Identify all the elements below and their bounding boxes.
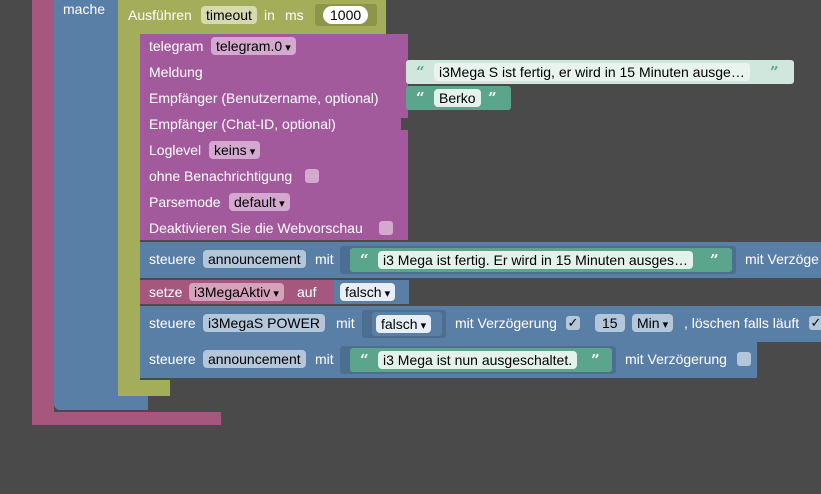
set-value-dropdown[interactable]: falsch <box>340 283 396 301</box>
control2-unit-dropdown[interactable]: Min <box>632 314 674 332</box>
telegram-silent-label: ohne Benachrichtigung <box>149 168 293 184</box>
control2-clear-checkbox[interactable]: ✓ <box>809 315 821 330</box>
telegram-message-label: Meldung <box>149 64 203 80</box>
control2-delay-checkbox[interactable]: ✓ <box>566 315 580 330</box>
control2-value-dropdown[interactable]: falsch <box>376 315 432 333</box>
quote-close-icon: ” <box>710 251 719 269</box>
timeout-block[interactable] <box>118 0 140 396</box>
telegram-recipient-user-label: Empfänger (Benutzername, optional) <box>149 90 379 106</box>
telegram-instance-dropdown[interactable]: telegram.0 <box>211 37 296 55</box>
telegram-disable-preview-label: Deaktivieren Sie die Webvorschau <box>149 220 363 236</box>
set-var-dropdown[interactable]: i3MegaAktiv <box>189 283 284 301</box>
set-label: setze <box>149 284 183 300</box>
trigger-block-bottom[interactable] <box>54 396 148 410</box>
timeout-in-label: in <box>264 7 275 23</box>
control1-target-field[interactable]: announcement <box>203 250 306 268</box>
control2-delay-value-field[interactable]: 15 <box>595 314 625 332</box>
outer-if-block[interactable] <box>32 0 54 425</box>
outer-if-block-bottom[interactable] <box>32 412 221 425</box>
recipient-text-field[interactable]: Berko <box>434 89 481 107</box>
control3-delay-checkbox[interactable] <box>737 352 751 366</box>
quote-close-icon: ” <box>488 89 497 107</box>
timeout-value-field[interactable]: 1000 <box>323 6 369 24</box>
quote-open-icon: “ <box>416 89 425 107</box>
control3-text-field[interactable]: i3 Mega ist nun ausgeschaltet. <box>378 351 578 369</box>
timeout-block-bottom[interactable] <box>118 380 170 396</box>
telegram-parsemode-label: Parsemode <box>149 194 221 210</box>
control3-delay-label: mit Verzögerung <box>625 351 727 367</box>
control2-delay-label: mit Verzögerung <box>455 315 557 331</box>
control1-text-field[interactable]: i3 Mega ist fertig. Er wird in 15 Minute… <box>378 251 694 269</box>
set-to-label: auf <box>297 284 317 300</box>
control1-with-label: mit <box>315 251 334 267</box>
quote-open-icon: “ <box>360 351 369 369</box>
loglevel-dropdown[interactable]: keins <box>209 141 261 159</box>
control3-with-label: mit <box>315 351 334 367</box>
control3-target-field[interactable]: announcement <box>203 350 306 368</box>
control1-label: steuere <box>149 251 196 267</box>
timeout-execute-label: Ausführen <box>128 7 192 23</box>
quote-close-icon: ” <box>770 63 779 81</box>
quote-open-icon: “ <box>416 63 425 81</box>
control3-label: steuere <box>149 351 196 367</box>
timeout-var-field[interactable]: timeout <box>201 6 257 24</box>
timeout-ms-label: ms <box>285 7 304 23</box>
control1-delay-label: mit Verzöge <box>745 251 819 267</box>
control2-with-label: mit <box>336 315 355 331</box>
control2-label: steuere <box>149 315 196 331</box>
quote-open-icon: “ <box>360 251 369 269</box>
control2-target-field[interactable]: i3MegaS POWER <box>203 314 326 332</box>
recipient-chat-socket[interactable] <box>401 118 408 130</box>
parsemode-dropdown[interactable]: default <box>229 193 290 211</box>
telegram-recipient-chat-label: Empfänger (Chat-ID, optional) <box>149 116 336 132</box>
control2-clear-label: , löschen falls läuft <box>684 315 800 331</box>
telegram-loglevel-label: Loglevel <box>149 142 202 158</box>
silent-checkbox[interactable] <box>305 169 319 183</box>
quote-close-icon: ” <box>591 351 600 369</box>
mache-label: mache <box>63 1 106 17</box>
message-text-field[interactable]: i3Mega S ist fertig, er wird in 15 Minut… <box>434 63 750 81</box>
telegram-label: telegram <box>149 38 204 54</box>
disable-preview-checkbox[interactable] <box>379 221 393 235</box>
trigger-block[interactable] <box>54 0 118 398</box>
